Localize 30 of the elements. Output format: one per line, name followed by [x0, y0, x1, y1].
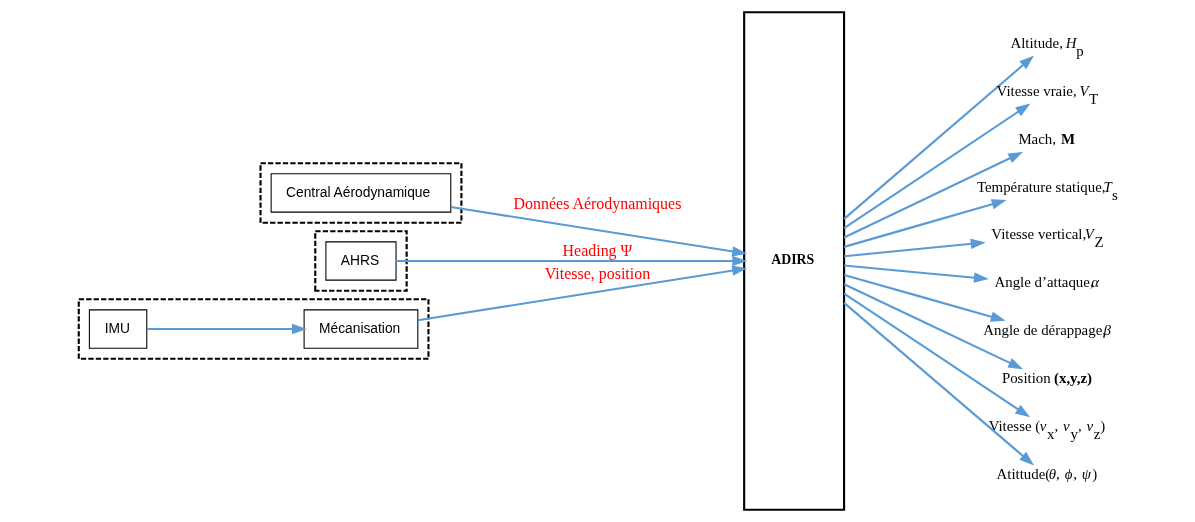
arrow	[843, 283, 1023, 370]
node-text: Angle de dérappage,β	[982, 322, 1111, 339]
edge-label: Données Aérodynamiques	[513, 194, 681, 212]
edge-label: Heading Ψ	[562, 241, 632, 259]
node-box: Mécanisation	[303, 309, 418, 349]
edge-label: Vitesse, position	[544, 265, 650, 283]
node-box: IMU	[88, 309, 147, 349]
arrow	[843, 199, 1007, 248]
cluster	[77, 298, 430, 360]
node-box: AHRS	[324, 241, 397, 281]
node-box: ADIRS	[742, 11, 845, 511]
node-box: Central Aérodynamique	[270, 173, 451, 213]
arrow	[843, 264, 989, 283]
arrow	[843, 103, 1030, 230]
node-text: Angle d’attaque,α	[993, 274, 1099, 291]
node-text: Mach, M	[1017, 130, 1075, 147]
arrow	[146, 323, 307, 335]
arrow	[395, 255, 747, 267]
arrow	[843, 151, 1023, 239]
node-text: Position (x,y,z)	[1001, 369, 1092, 386]
arrow	[843, 273, 1006, 322]
arrow	[842, 55, 1034, 220]
arrow	[417, 265, 747, 322]
cluster	[313, 230, 408, 292]
arrow	[450, 205, 747, 257]
arrow	[842, 302, 1034, 466]
arrow	[843, 292, 1030, 418]
node-text: Atittude(θ, ϕ, ψ)	[996, 465, 1097, 482]
arrow	[843, 238, 986, 258]
cluster	[258, 162, 462, 224]
